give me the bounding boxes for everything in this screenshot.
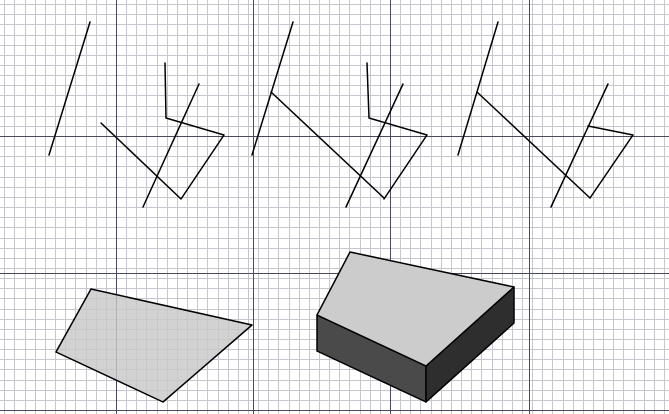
step-2-wire-sketch[interactable] — [251, 21, 428, 208]
edge-polyline[interactable] — [366, 62, 428, 200]
edge-diagonal[interactable] — [142, 83, 200, 208]
step-1-wire-sketch[interactable] — [48, 21, 225, 208]
edge-long-left[interactable] — [48, 21, 91, 156]
edge-connector[interactable] — [476, 91, 591, 199]
flat-face-polygon[interactable] — [55, 288, 253, 403]
step-3-wire-sketch[interactable] — [457, 21, 634, 208]
edge-polyline[interactable] — [587, 125, 634, 199]
flat-face-shape[interactable] — [55, 288, 253, 403]
edge-long-left[interactable] — [251, 21, 294, 156]
edge-long-left[interactable] — [457, 21, 499, 156]
solid-top-face[interactable] — [316, 251, 515, 367]
edge-polyline[interactable] — [100, 62, 225, 200]
extruded-solid-shape[interactable] — [316, 251, 515, 403]
edge-diagonal[interactable] — [345, 83, 404, 208]
edge-diagonal[interactable] — [550, 83, 609, 208]
edge-connector[interactable] — [270, 91, 385, 199]
